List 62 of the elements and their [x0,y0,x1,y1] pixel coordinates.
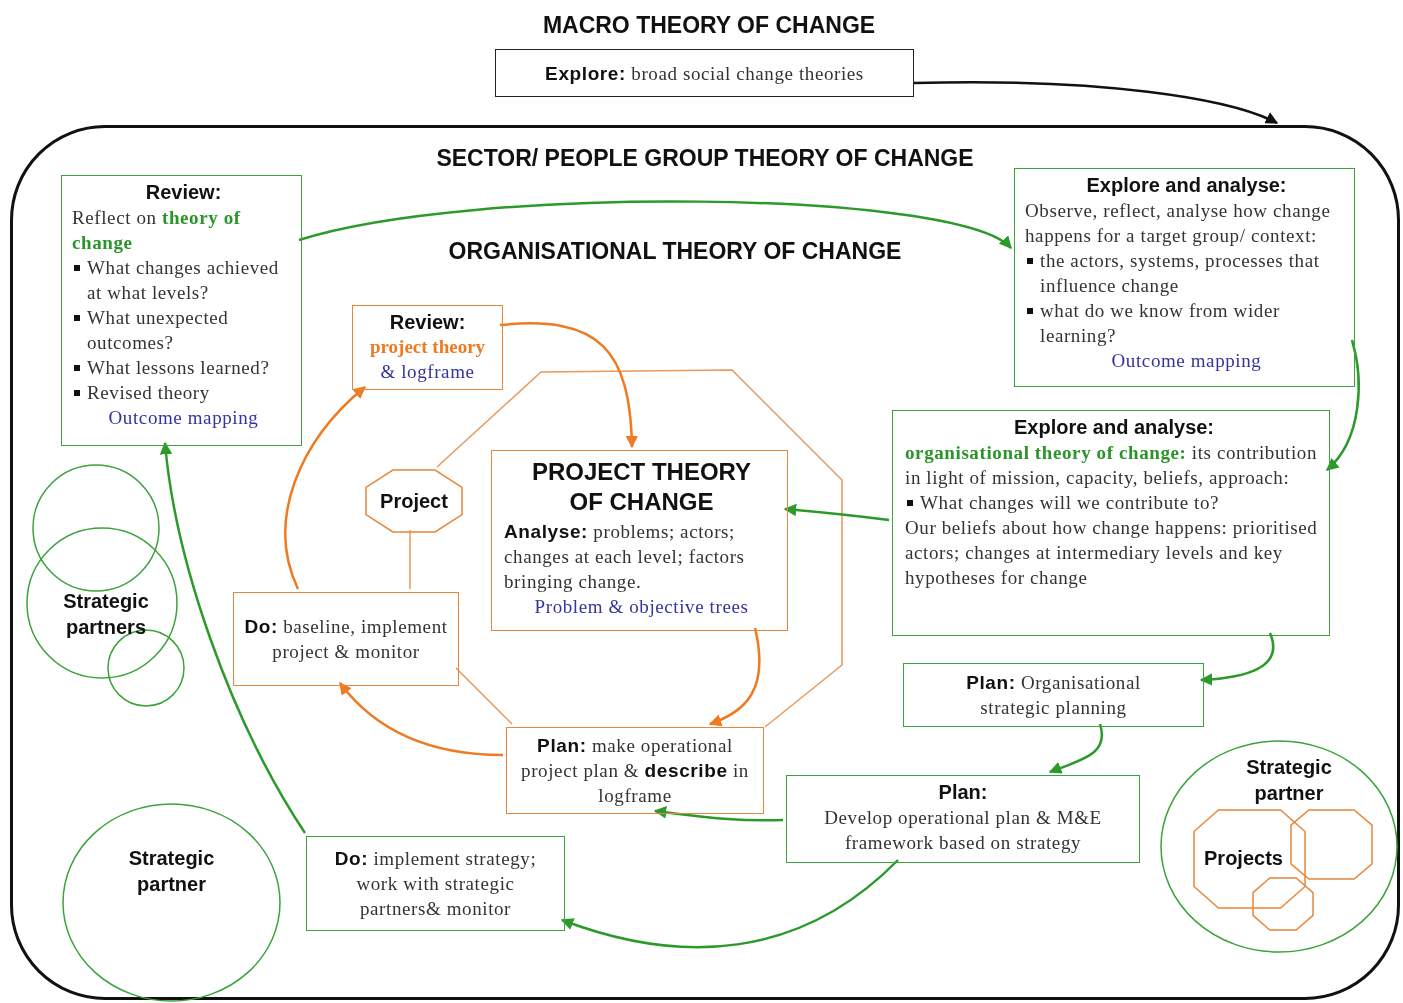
process-box [491,450,788,631]
body-text: Do: baseline, implement project & monitor [243,615,449,664]
arrow [914,81,1279,125]
arrow [560,859,899,949]
body-text: Plan: Organisational strategic planning [965,671,1142,720]
reference-text: Problem & objective trees [533,595,750,619]
bullet-text: What lessons learned? [87,356,270,380]
reference-text: Outcome mapping [1110,349,1263,373]
arrow [339,682,504,757]
bullet-text: What unexpected outcomes? [87,306,230,355]
process-box [903,663,1204,727]
body-text: Develop operational plan & M&E framework based on strategy [823,806,1103,855]
reference-text: Outcome mapping [107,406,260,430]
node-label: Projects [1203,846,1284,871]
arrow [499,322,638,449]
box-heading: Explore and analyse: [1085,173,1288,198]
node-label: Strategic partner [127,846,216,897]
arrow [1326,339,1360,471]
process-box [61,175,302,446]
process-box [1014,168,1355,387]
bullet-text: What changes will we contribute to? [920,491,1220,515]
node-label: Strategic partners [62,589,150,640]
arrow [1199,632,1275,686]
process-box [495,49,914,97]
arrow [298,200,1013,250]
body-text: Analyse: problems; actors; changes at each level; factors bringing change. [504,520,746,594]
body-text: Our beliefs about how change happens: prioritised actors; changes at intermediary levels and key hypotheses for change [905,516,1319,590]
arrow [708,627,761,726]
process-box [786,775,1140,863]
process-box [352,305,503,390]
body-text: Explore: broad social change theories [544,61,865,86]
process-box [233,592,459,686]
process-box [306,836,565,931]
arrow [653,806,784,822]
box-heading: Review: [144,180,223,205]
arrow [284,386,366,590]
region-heading: SECTOR/ PEOPLE GROUP THEORY OF CHANGE [435,146,975,171]
bullet-text: Revised theory [87,381,210,405]
diagram-title: MACRO THEORY OF CHANGE [541,12,877,39]
region-frame [10,125,1400,1000]
process-box [506,727,764,814]
body-text: organisational theory of change: its contribution in light of mission, capacity, beliefs, approach: [905,441,1319,490]
highlight-text: project theory [368,335,487,359]
arrow [1048,723,1104,774]
connector-line [409,529,411,590]
bullet-text: what do we know from wider learning? [1040,299,1281,348]
section-heading: ORGANISATIONAL THEORY OF CHANGE [447,238,903,265]
process-box [892,410,1330,636]
bullet-text: What changes achieved at what levels? [87,256,280,305]
reference-text: & logframe [379,360,476,384]
arrow [160,441,307,834]
box-heading: PROJECT THEORY OF CHANGE [530,457,753,517]
box-heading: Explore and analyse: [1012,415,1216,440]
box-heading: Review: [388,310,467,335]
body-text: Reflect on theory of change [72,206,242,255]
node-label: Strategic partner [1245,755,1333,806]
box-heading: Project [379,488,449,514]
body-text: Observe, reflect, analyse how change happens for a target group/ context: [1025,199,1332,248]
body-text: Do: implement strategy; work with strategic partners& monitor [333,847,538,921]
box-heading: Plan: [937,780,989,805]
arrow [783,503,890,522]
body-text: Plan: make operational project plan & describe in logframe [520,734,750,808]
